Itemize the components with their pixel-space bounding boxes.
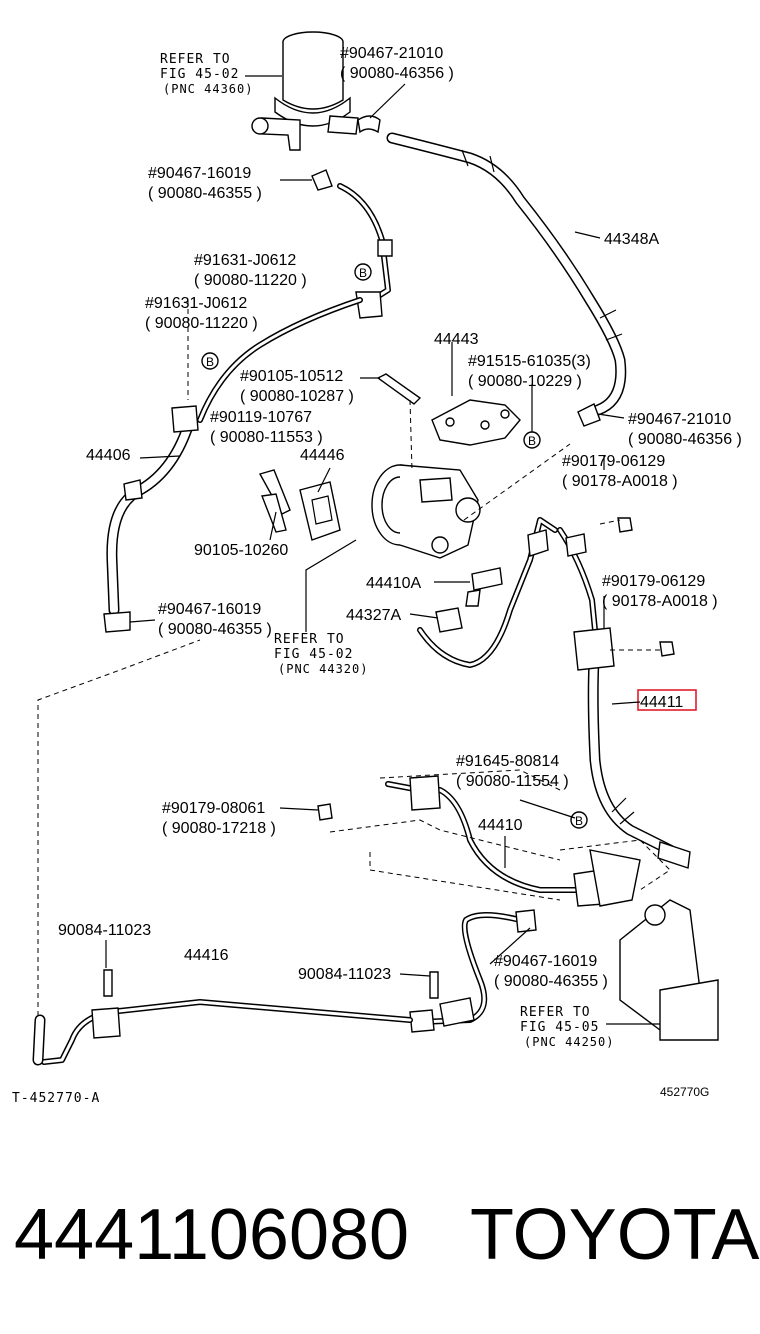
bolt-b-marker-3: B	[523, 431, 541, 449]
label-bolt-90105: 90105-10260	[194, 542, 288, 559]
svg-text:FIG 45-02: FIG 45-02	[274, 647, 353, 662]
hose-44411	[587, 654, 676, 856]
label-nut-1-b: ( 90178-A0018 )	[562, 473, 678, 490]
diagram-code-left: T-452770-A	[12, 1091, 100, 1106]
label-clip-top-right-a: #90467-21010	[340, 45, 443, 62]
label-nut-3-b: ( 90080-17218 )	[162, 820, 276, 837]
label-clip-4-b: ( 90080-46355 )	[494, 973, 608, 990]
label-bolt-6-a: #91645-80814	[456, 753, 559, 770]
label-part-44410a: 44410A	[366, 575, 421, 592]
union-44327a	[435, 607, 463, 633]
label-clip-2-a: #90467-21010	[628, 411, 731, 428]
label-clip-3-a: #90467-16019	[158, 601, 261, 618]
bolt-b-marker-1: B	[354, 263, 372, 281]
svg-text:REFER TO: REFER TO	[520, 1005, 591, 1020]
label-bolt-4-a: #90105-10512	[240, 368, 343, 385]
label-bolt-3-a: #91515-61035(3)	[468, 353, 591, 370]
label-nut-1-a: #90179-06129	[562, 453, 665, 470]
label-bracket-44443: 44443	[434, 331, 479, 348]
svg-text:B: B	[359, 266, 367, 280]
bolt-b-marker-4: B	[570, 811, 588, 829]
bolt-b-marker-2: B	[201, 352, 219, 370]
label-bolt-2-a: #91631-J0612	[145, 295, 247, 312]
label-tube-44410: 44410	[478, 817, 523, 834]
svg-text:(PNC 44360): (PNC 44360)	[163, 82, 253, 96]
power-steering-pump	[371, 464, 481, 559]
hose-44411-highlight	[637, 689, 697, 711]
svg-text:FIG 45-05: FIG 45-05	[520, 1020, 599, 1035]
switch-44410a	[471, 567, 503, 591]
label-hose-44406: 44406	[86, 447, 131, 464]
label-nut-3-a: #90179-08061	[162, 800, 265, 817]
diagram-code-right: 452770G	[660, 1085, 709, 1099]
svg-text:B: B	[206, 355, 214, 369]
steering-gear	[619, 899, 719, 1041]
refer-bot-label: REFER TO FIG 45-05 (PNC 44250)	[520, 1005, 614, 1049]
refer-top-label: REFER TO FIG 45-02 (PNC 44360)	[160, 52, 253, 96]
svg-text:B: B	[528, 434, 536, 448]
svg-text:(PNC 44320): (PNC 44320)	[278, 662, 368, 676]
label-clip-4-a: #90467-16019	[494, 953, 597, 970]
refer-mid-label: REFER TO FIG 45-02 (PNC 44320)	[274, 632, 368, 676]
part-number: 4441106080	[14, 1195, 410, 1275]
svg-text:REFER TO: REFER TO	[274, 632, 345, 647]
label-nut-2-a: #90179-06129	[602, 573, 705, 590]
bracket-44446	[299, 481, 341, 541]
label-bolt-90084-a: 90084-11023	[58, 922, 151, 939]
label-bolt-1-a: #91631-J0612	[194, 252, 296, 269]
bolt-90105-10512	[376, 373, 422, 405]
label-bolt-5-a: #90119-10767	[210, 409, 312, 426]
label-hose-44411: 44411	[640, 694, 683, 711]
reservoir-tank	[251, 31, 359, 151]
label-bolt-3-b: ( 90080-10229 )	[468, 373, 582, 390]
label-bolt-90084-b: 90084-11023	[298, 966, 391, 983]
label-hose-44348a: 44348A	[604, 231, 659, 248]
label-clip-3-b: ( 90080-46355 )	[158, 621, 272, 638]
label-bolt-1-b: ( 90080-11220 )	[194, 272, 307, 289]
label-clip-2-b: ( 90080-46356 )	[628, 431, 742, 448]
svg-text:B: B	[575, 814, 583, 828]
label-clip-1-b: ( 90080-46355 )	[148, 185, 262, 202]
label-bolt-4-b: ( 90080-10287 )	[240, 388, 354, 405]
brand-name: TOYOTA	[470, 1195, 760, 1275]
label-part-44446: 44446	[300, 447, 345, 464]
label-tube-44416: 44416	[184, 947, 229, 964]
label-part-44327a: 44327A	[346, 607, 401, 624]
label-nut-2-b: ( 90178-A0018 )	[602, 593, 718, 610]
pump-bracket-44443	[431, 399, 521, 446]
part-footer: 4441106080 TOYOTA	[0, 1180, 760, 1290]
label-clip-1-a: #90467-16019	[148, 165, 251, 182]
label-bolt-2-b: ( 90080-11220 )	[145, 315, 258, 332]
label-bolt-5-b: ( 90080-11553 )	[210, 429, 323, 446]
label-bolt-6-b: ( 90080-11554 )	[456, 773, 569, 790]
svg-text:FIG 45-02: FIG 45-02	[160, 67, 239, 82]
svg-text:REFER TO: REFER TO	[160, 52, 231, 67]
hose-clip-top	[357, 115, 381, 134]
svg-text:(PNC 44250): (PNC 44250)	[524, 1035, 614, 1049]
label-clip-top-right-b: ( 90080-46356 )	[340, 65, 454, 82]
